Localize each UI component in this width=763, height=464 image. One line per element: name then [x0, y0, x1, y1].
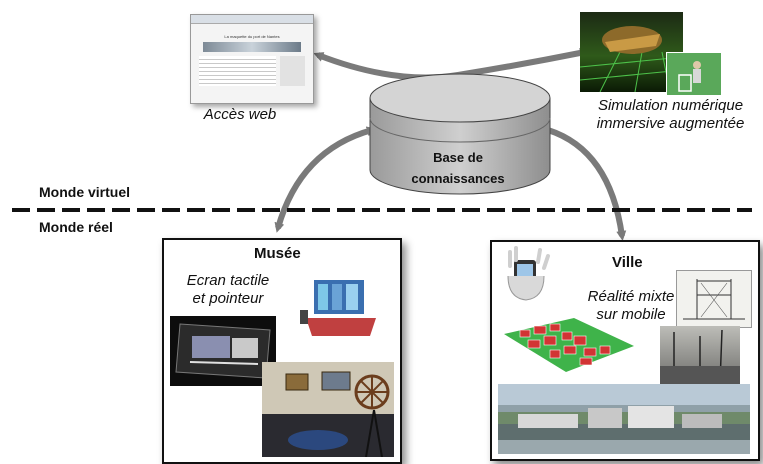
- museum-room-photo: [262, 362, 394, 457]
- city-title: Ville: [612, 254, 643, 271]
- museum-touchscreen-photo: [170, 316, 276, 386]
- arrow-db-city: [547, 127, 627, 241]
- simulation-caption: Simulation numérique immersive augmentée: [578, 97, 763, 133]
- city-mobile-hand: [504, 246, 554, 302]
- database-label: Base de connaissances: [370, 147, 546, 189]
- browser-page-title: La maquette du port de Nantes: [224, 34, 280, 39]
- simulation-scene: [580, 26, 683, 92]
- arrow-db-museum: [274, 126, 377, 233]
- mixed-reality-caption: Réalité mixte sur mobile: [576, 288, 686, 324]
- database-label-line1: Base de: [433, 150, 483, 165]
- city-3d-model: [504, 312, 634, 376]
- touchscreen-caption-line2: et pointeur: [192, 290, 264, 307]
- city-blueprint-drawing: [676, 270, 752, 328]
- web-access-screenshot: La maquette du port de Nantes: [190, 14, 314, 104]
- museum-table-device: [300, 276, 382, 342]
- simulation-caption-line1: Simulation numérique: [597, 97, 744, 114]
- simulation-user-photo: [666, 52, 722, 96]
- museum-title: Musée: [254, 245, 301, 262]
- browser-toolbar: [191, 15, 313, 24]
- browser-banner-image: [203, 42, 301, 52]
- touchscreen-caption-line1: Ecran tactile: [186, 272, 270, 289]
- touchscreen-caption: Ecran tactile et pointeur: [170, 272, 286, 308]
- virtual-world-label: Monde virtuel: [39, 184, 131, 200]
- simulation-caption-line2: immersive augmentée: [596, 115, 745, 132]
- real-world-label: Monde réel: [39, 219, 113, 235]
- web-access-caption: Accès web: [203, 106, 277, 123]
- database-cylinder: [369, 73, 551, 195]
- city-historic-photo: [660, 326, 740, 384]
- browser-content: [199, 56, 305, 86]
- city-panorama-photo: [498, 384, 750, 454]
- mixed-reality-caption-line1: Réalité mixte: [587, 288, 675, 305]
- mixed-reality-caption-line2: sur mobile: [596, 306, 666, 323]
- database-label-line2: connaissances: [411, 171, 505, 186]
- simulation-screenshot: [580, 12, 683, 92]
